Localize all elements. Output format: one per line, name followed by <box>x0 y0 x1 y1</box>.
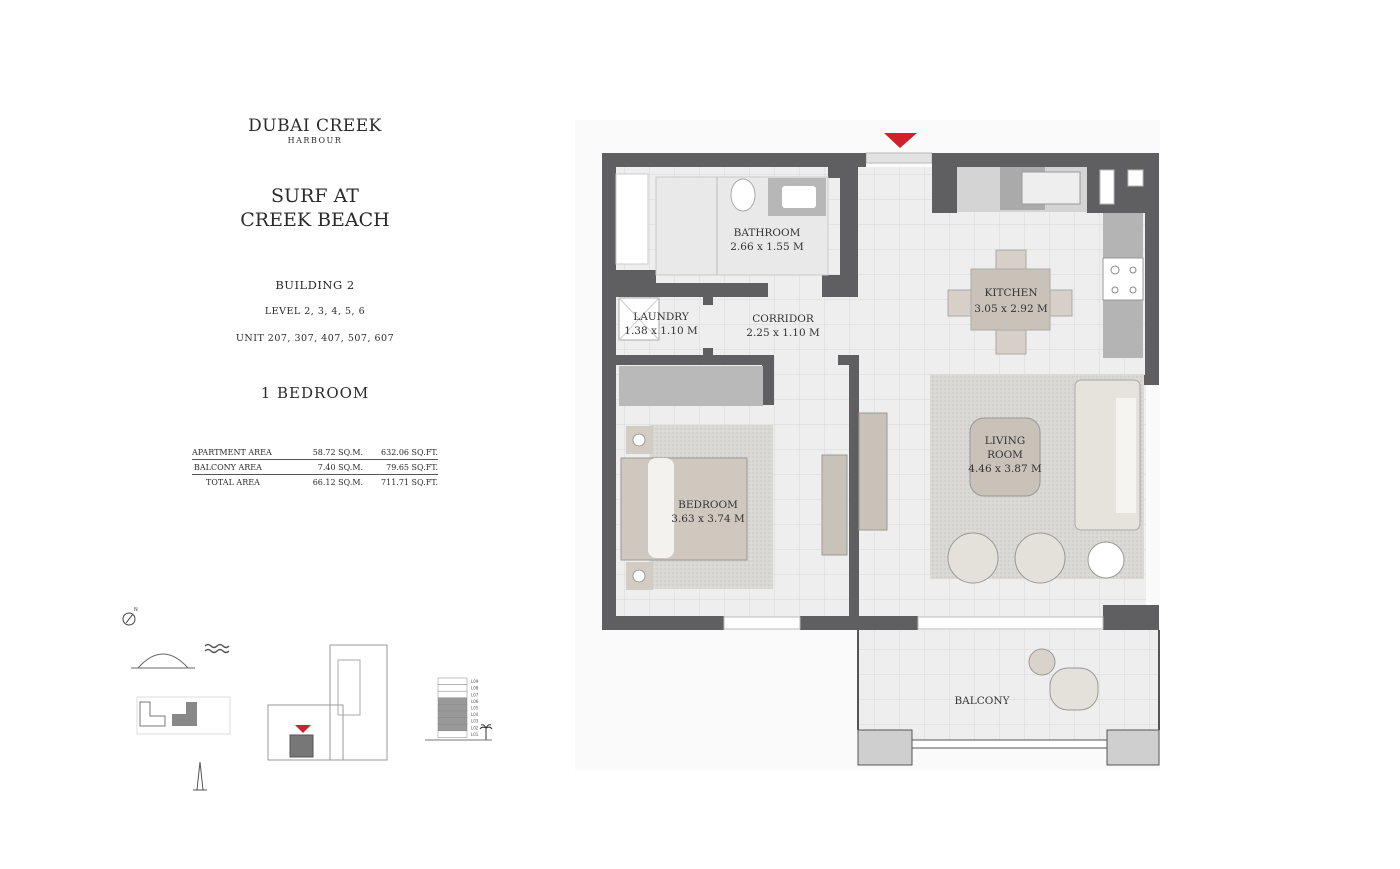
area-label: BALCONY AREA <box>192 459 297 475</box>
level-bar <box>437 697 468 705</box>
level-label: L05 <box>471 706 479 711</box>
kitchen-size: 3.05 x 2.92 M <box>974 303 1048 315</box>
level-label: L06 <box>471 699 479 704</box>
level-label: L02 <box>471 725 479 730</box>
armchair <box>1014 532 1066 584</box>
balcony-chair <box>1049 667 1099 711</box>
keyplan-unit <box>289 734 314 758</box>
entry-door <box>865 152 933 164</box>
level-bar <box>437 690 468 699</box>
armchair <box>947 532 999 584</box>
area-row: BALCONY AREA 7.40 SQ.M. 79.65 SQ.FT. <box>192 459 438 475</box>
wardrobe <box>619 366 763 406</box>
area-sqm: 58.72 SQ.M. <box>296 445 364 460</box>
balcony-floor <box>858 630 1158 740</box>
living-size: 4.46 x 3.87 M <box>968 463 1042 475</box>
area-sqm: 7.40 SQ.M. <box>296 459 364 475</box>
bedroom-size: 3.63 x 3.74 M <box>671 513 745 525</box>
toilet-icon <box>730 178 756 212</box>
laundry-size: 1.38 x 1.10 M <box>624 325 698 337</box>
bed-blanket <box>648 458 674 558</box>
lamp-icon <box>632 569 646 583</box>
burj-icon <box>193 761 207 791</box>
area-sqft: 632.06 SQ.FT. <box>363 445 438 460</box>
sink-icon <box>782 186 816 208</box>
level-bar <box>437 677 468 685</box>
appliance-icon <box>1127 169 1144 187</box>
hob-burners <box>1110 265 1137 294</box>
bedroom-type: 1 BEDROOM <box>260 384 370 402</box>
area-sqft: 711.71 SQ.FT. <box>381 478 438 487</box>
project-title-line1: SURF AT <box>271 185 359 207</box>
level-bar <box>437 684 468 692</box>
bedroom-name: BEDROOM <box>678 499 738 511</box>
window <box>723 616 801 630</box>
cooktop-icon <box>1102 257 1144 301</box>
level-bar <box>437 723 468 732</box>
walls <box>602 153 1159 630</box>
bathroom-name: BATHROOM <box>734 227 801 239</box>
level-label: L08 <box>471 686 479 691</box>
area-row: TOTAL AREA 66.12 SQ.M. 711.71 SQ.FT. <box>192 475 438 490</box>
unit-label: UNIT 207, 307, 407, 507, 607 <box>235 333 395 344</box>
level-bar <box>437 704 468 712</box>
corridor-size: 2.25 x 1.10 M <box>746 327 820 339</box>
balcony-railing <box>911 739 1108 749</box>
area-label: APARTMENT AREA <box>192 445 297 460</box>
living-name-1: LIVING <box>985 435 1025 447</box>
brand-sub: HARBOUR <box>287 136 343 145</box>
area-sqft: 79.65 SQ.FT. <box>363 459 438 475</box>
area-row: APARTMENT AREA 58.72 SQ.M. 632.06 SQ.FT. <box>192 445 438 460</box>
water-waves-icon <box>204 643 230 654</box>
coffee-table <box>969 417 1041 497</box>
balcony-name: BALCONY <box>954 695 1010 707</box>
kitchen-name: KITCHEN <box>984 287 1037 299</box>
level-bar <box>437 730 468 738</box>
area-label: TOTAL AREA <box>206 478 260 487</box>
bedroom-dresser <box>821 454 848 556</box>
balcony-planter <box>1106 729 1160 766</box>
entry-marker-icon <box>884 133 917 148</box>
level-label: L04 <box>471 712 479 717</box>
bridge-icon <box>131 653 195 669</box>
palm-tree-icon <box>479 724 493 740</box>
level-bar <box>437 710 468 718</box>
sliding-door <box>917 616 1104 630</box>
area-table: APARTMENT AREA 58.72 SQ.M. 632.06 SQ.FT.… <box>192 445 438 489</box>
building-label: BUILDING 2 <box>275 278 355 292</box>
side-table-lamp-icon <box>1087 541 1125 579</box>
keyplan-entry-marker-icon <box>295 725 311 733</box>
bathroom-size: 2.66 x 1.55 M <box>730 241 804 253</box>
level-label: L09 <box>471 679 479 684</box>
site-map <box>136 696 231 735</box>
laundry-name: LAUNDRY <box>633 311 690 323</box>
level-label: L03 <box>471 719 479 724</box>
corridor-name: CORRIDOR <box>752 313 815 325</box>
level-label: LEVEL 2, 3, 4, 5, 6 <box>264 306 366 317</box>
washer-cross <box>618 297 660 341</box>
dining-table <box>970 268 1051 331</box>
compass-north-label: N <box>134 607 138 613</box>
brand-name: DUBAI CREEK <box>248 116 382 136</box>
balcony-table <box>1028 648 1056 676</box>
kitchen-sink-icon <box>1021 171 1081 205</box>
lamp-icon <box>632 433 646 447</box>
compass-icon: N <box>122 607 138 626</box>
shower-tray <box>615 173 649 265</box>
key-plan <box>267 644 388 761</box>
level-label: L07 <box>471 692 479 697</box>
level-bar <box>437 717 468 725</box>
tv-console <box>858 412 888 531</box>
bed <box>620 457 748 561</box>
area-sqm: 66.12 SQ.M. <box>312 478 364 487</box>
sofa-cushion <box>1116 398 1136 513</box>
living-name-2: ROOM <box>987 449 1023 461</box>
fridge-icon <box>1099 169 1115 205</box>
level-label: L01 <box>471 732 479 737</box>
balcony-planter <box>857 729 913 766</box>
project-title-line2: CREEK BEACH <box>240 209 390 231</box>
